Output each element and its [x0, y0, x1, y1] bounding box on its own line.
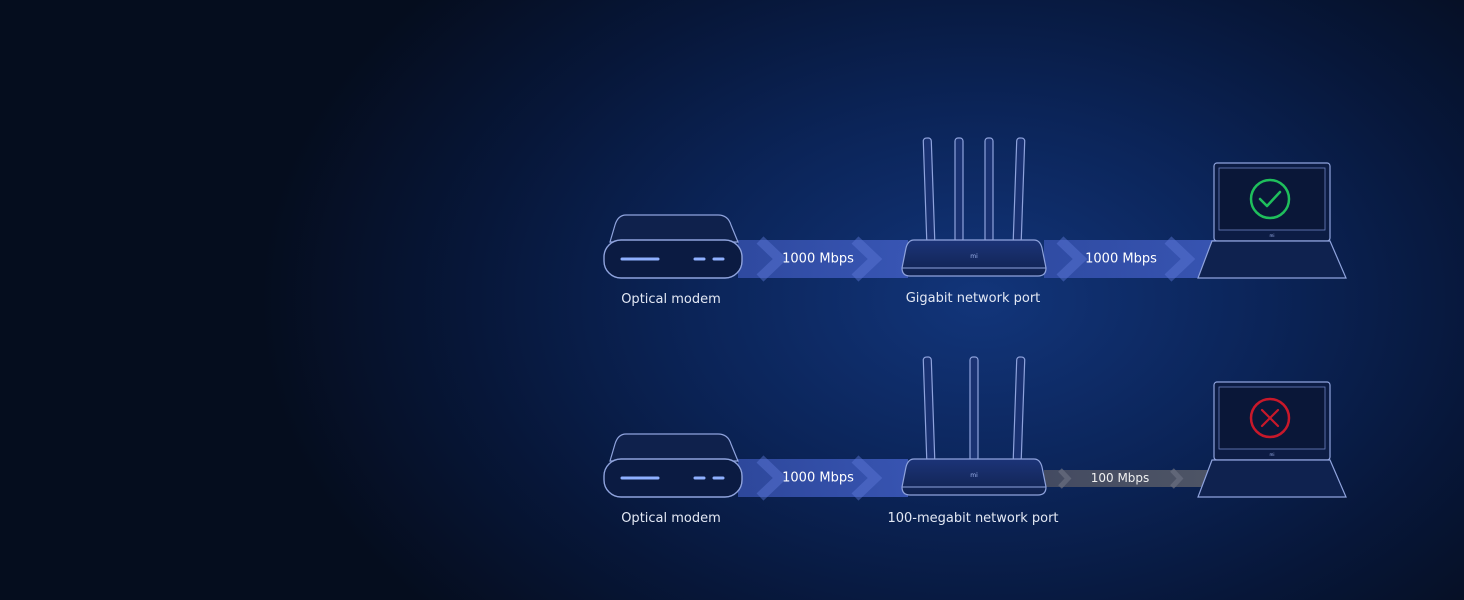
link-beam-router-laptop — [1044, 236, 1214, 282]
check-circle-icon — [1249, 178, 1291, 220]
link1-speed-label: 1000 Mbps — [782, 470, 854, 486]
router-label: 100-megabit network port — [887, 511, 1059, 526]
row-2: mi mi — [603, 356, 1347, 501]
x-circle-icon — [1249, 397, 1291, 439]
optical-modem-icon — [603, 433, 743, 498]
link2-speed-label: 100 Mbps — [1090, 471, 1150, 485]
link-beam-modem-router — [738, 236, 908, 282]
optical-modem-icon — [603, 214, 743, 279]
laptop-logo: mi — [1269, 233, 1274, 238]
router-logo: mi — [970, 472, 978, 479]
laptop-logo: mi — [1269, 452, 1274, 457]
modem-label: Optical modem — [621, 511, 721, 526]
link-beam-router-laptop-slow — [1044, 468, 1210, 489]
gigabit-router-icon: mi — [901, 137, 1047, 277]
link2-speed-label: 1000 Mbps — [1085, 251, 1157, 267]
router-label: Gigabit network port — [905, 291, 1041, 306]
router-logo: mi — [970, 253, 978, 260]
link-beam-modem-router — [738, 455, 908, 501]
100-megabit-router-icon: mi — [901, 356, 1047, 496]
link1-speed-label: 1000 Mbps — [782, 251, 854, 267]
modem-label: Optical modem — [621, 292, 721, 307]
laptop-icon: mi — [1197, 381, 1347, 498]
laptop-icon: mi — [1197, 162, 1347, 279]
row-1: mi mi — [603, 137, 1347, 282]
